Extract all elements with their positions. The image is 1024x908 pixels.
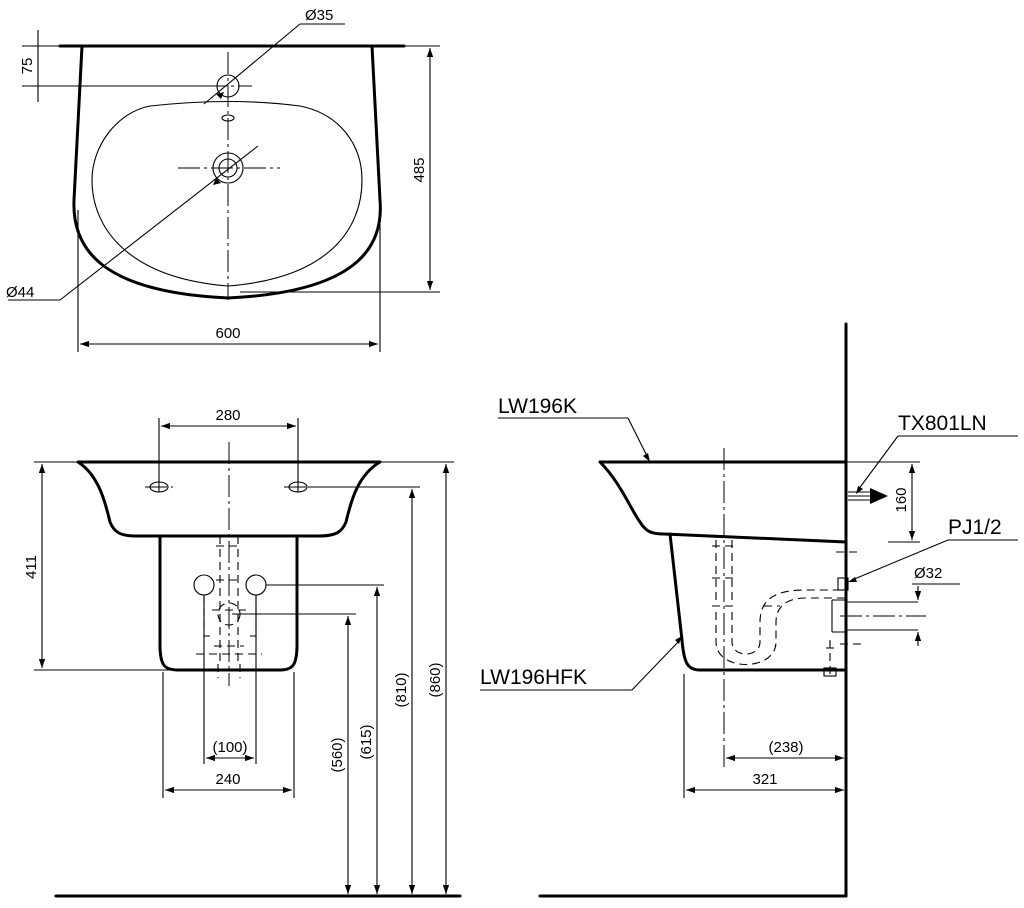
fixing-bolt [848, 491, 874, 501]
overflow-hole [221, 114, 235, 122]
label-fixing: TX801LN [898, 412, 987, 435]
front-pedestal-outline [158, 534, 299, 672]
top-basin-outline [72, 44, 382, 300]
top-view: Ø35 75 485 Ø44 600 [6, 7, 440, 352]
dim-waste: Ø44 [6, 284, 34, 301]
dim-h560: (560) [329, 737, 346, 772]
side-pedestal-outline [668, 532, 848, 672]
label-pedestal: LW196HFK [480, 666, 587, 689]
supply-left [193, 574, 215, 596]
dim-waste-width: (100) [212, 739, 247, 756]
dim-tap-hole: Ø35 [305, 7, 333, 24]
waste-outer [212, 152, 244, 184]
front-basin-outline [76, 460, 382, 538]
label-basin: LW196K [498, 395, 577, 418]
dim-h810: (810) [393, 672, 410, 707]
supply-valve [837, 577, 849, 591]
dim-width: 600 [215, 325, 240, 342]
dim-h860: (860) [427, 662, 444, 697]
side-basin-outline [598, 460, 848, 544]
dim-depth: 485 [411, 157, 428, 182]
dim-back-offset: 75 [19, 58, 36, 75]
top-bowl-outline [91, 100, 363, 287]
dim-h615: (615) [358, 724, 375, 759]
dim-pedestal-width: 240 [215, 771, 240, 788]
dim-outlet: Ø32 [914, 565, 942, 582]
tap-hole [216, 74, 240, 98]
waste-inner [218, 158, 238, 178]
label-thread: PJ1/2 [948, 516, 1002, 539]
front-view: 280 411 (100) 240 (560) (615) (810) (860… [23, 407, 462, 898]
trap [715, 589, 846, 665]
dim-trap-projection: (238) [768, 739, 803, 756]
supply-right [245, 574, 267, 596]
dim-fixing-centres: 280 [215, 407, 240, 424]
dim-projection: 321 [752, 771, 777, 788]
side-view: LW196K LW196HFK TX801LN 160 PJ1/2 Ø32 (2… [480, 322, 1018, 898]
dim-basin-height: 411 [23, 555, 40, 579]
dim-fixing-height: 160 [893, 487, 910, 512]
